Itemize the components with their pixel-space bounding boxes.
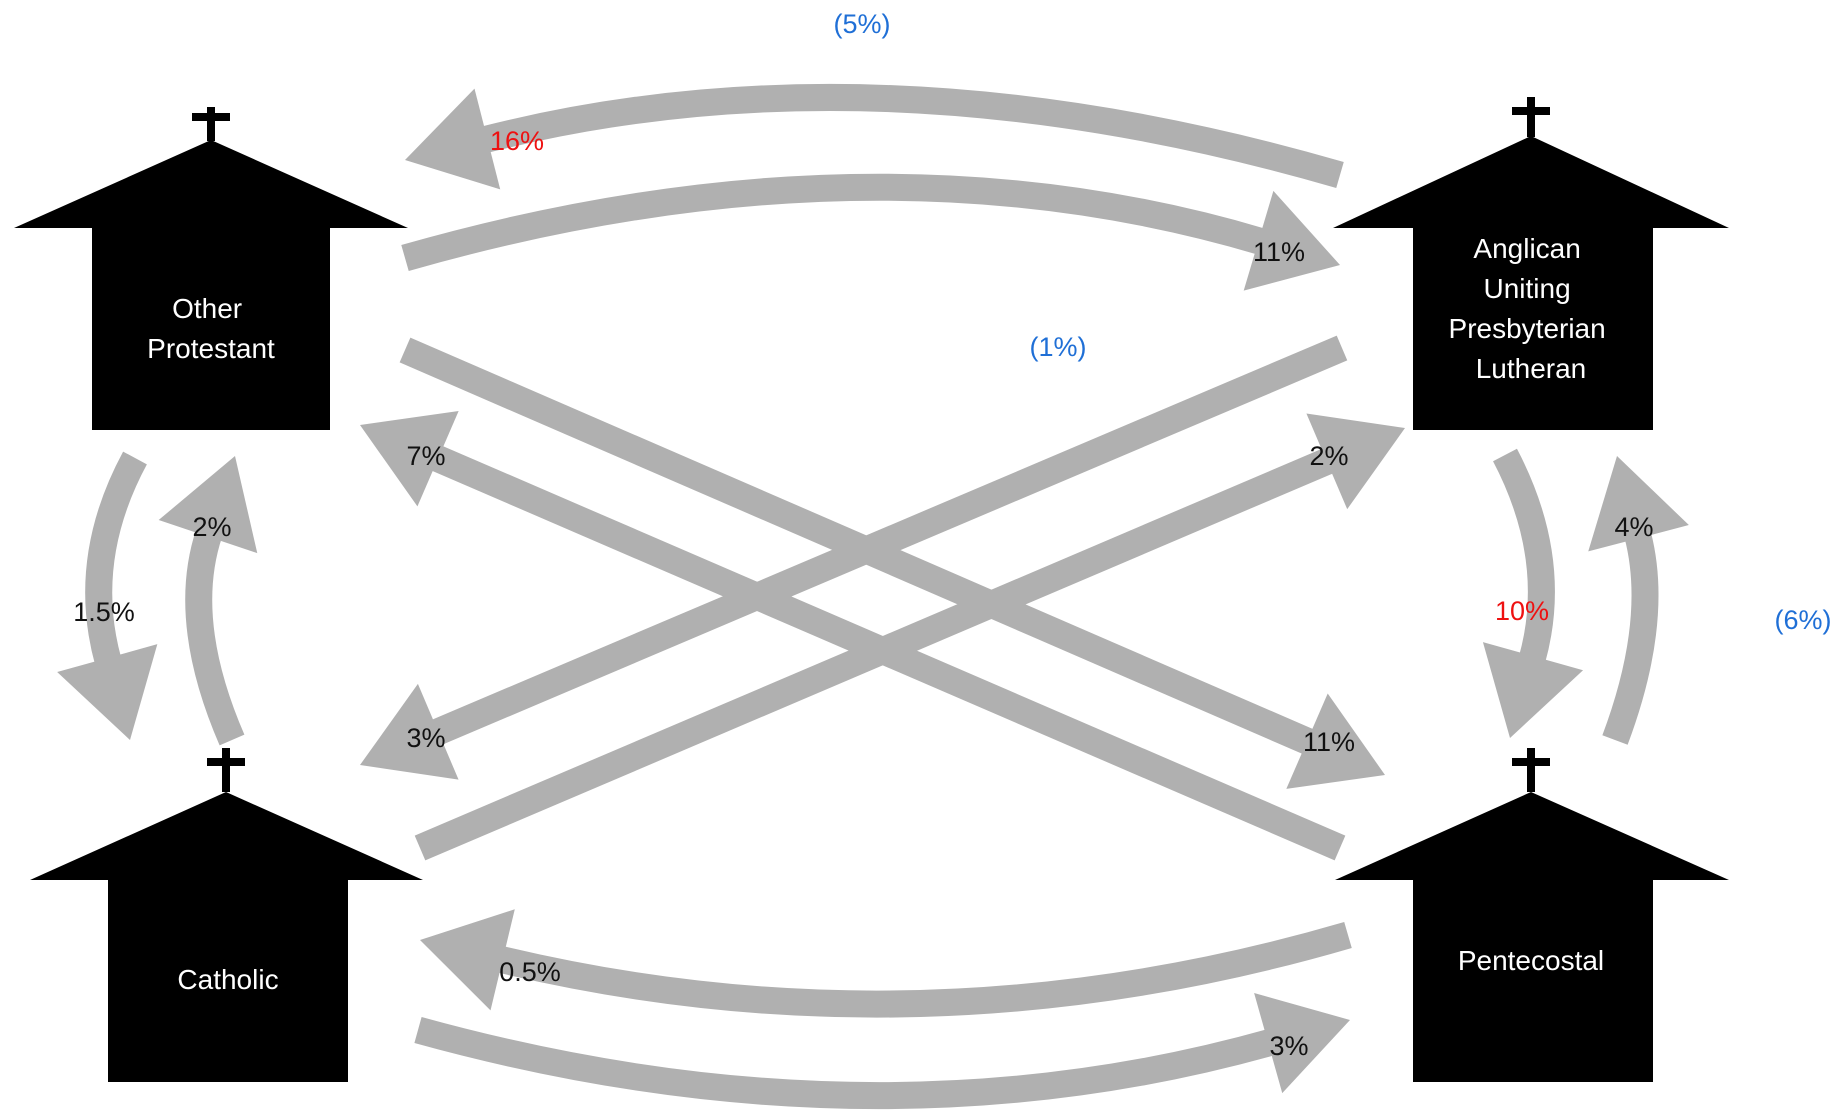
church-icon: [1333, 136, 1729, 430]
arrow-catholic-to-pentecostal-shaft: [414, 1016, 1276, 1110]
cross-icon: [1527, 97, 1535, 137]
church-name-catholic: Catholic: [177, 964, 278, 995]
net-label-right: (6%): [1774, 605, 1831, 635]
flow-label-pentecostal-to-catholic: 0.5%: [499, 957, 561, 987]
net-label-top: (5%): [833, 9, 890, 39]
flow-labels: 16% 11% 7% 11% 3% 2% 1.5% 2% 10% 4% 0.5%…: [73, 126, 1653, 1061]
flow-label-catholic-to-other: 2%: [192, 512, 231, 542]
arrow-anglican-to-pentecostal-shaft: [1493, 448, 1555, 664]
church-catholic: Catholic: [30, 748, 423, 1082]
cross-icon: [1527, 748, 1535, 792]
arrow-pentecostal-to-anglican-shaft: [1602, 530, 1659, 745]
net-labels: (5%) (1%) (6%): [833, 9, 1831, 635]
cross-icon: [207, 107, 215, 141]
flow-label-anglican-to-catholic: 3%: [406, 723, 445, 753]
arrow-catholic-to-pentecostal-head: [1254, 992, 1350, 1094]
arrow-catholic-to-other-shaft: [185, 528, 245, 746]
arrow-anglican-to-pentecostal-head: [1482, 642, 1584, 738]
arrow-pentecostal-to-catholic-head: [420, 909, 515, 1011]
flow-label-other-to-catholic: 1.5%: [73, 597, 135, 627]
arrow-catholic-to-anglican-head: [1306, 413, 1405, 510]
flow-label-other-to-anglican: 11%: [1253, 237, 1305, 267]
church-pentecostal: Pentecostal: [1335, 748, 1729, 1082]
flow-label-catholic-to-pentecostal: 3%: [1269, 1031, 1308, 1061]
arrow-other-to-anglican-shaft: [401, 173, 1267, 271]
arrow-pentecostal-to-anglican-head: [1588, 456, 1689, 552]
flow-label-pentecostal-to-anglican: 4%: [1614, 512, 1653, 542]
arrow-other-to-anglican-head: [1243, 190, 1340, 291]
net-label-center: (1%): [1029, 332, 1086, 362]
arrow-anglican-to-other-head: [405, 88, 501, 190]
cross-icon: [222, 748, 230, 792]
arrow-other-to-catholic-shaft: [85, 451, 147, 666]
church-icon: [14, 140, 408, 430]
flow-label-pentecostal-to-other: 7%: [406, 441, 445, 471]
arrow-pentecostal-to-other-head: [360, 410, 459, 507]
church-anglican-group: Anglican Uniting Presbyterian Lutheran: [1333, 97, 1729, 430]
flow-label-catholic-to-anglican: 2%: [1309, 441, 1348, 471]
arrow-anglican-to-catholic-head: [360, 683, 459, 780]
arrow-pentecostal-to-catholic-shaft: [495, 922, 1352, 1018]
arrow-other-to-pentecostal-head: [1286, 693, 1385, 789]
arrow-anglican-to-catholic-shaft: [429, 335, 1348, 746]
flow-label-other-to-pentecostal: 11%: [1303, 727, 1355, 757]
arrow-anglican-to-other-shaft: [480, 83, 1344, 188]
flow-label-anglican-to-pentecostal: 10%: [1495, 596, 1549, 626]
flow-arrows: [57, 83, 1689, 1110]
church-icon: [30, 792, 423, 1082]
arrow-catholic-to-anglican-shaft: [414, 447, 1336, 861]
church-name-anglican-group: Anglican Uniting Presbyterian Lutheran: [1449, 233, 1614, 384]
church-other-protestant: Other Protestant: [14, 107, 408, 430]
arrow-other-to-catholic-head: [57, 644, 158, 740]
church-icon: [1335, 792, 1729, 1082]
church-name-pentecostal: Pentecostal: [1458, 945, 1604, 976]
flow-label-anglican-to-other: 16%: [490, 126, 544, 156]
church-name-other-protestant: Other Protestant: [147, 293, 275, 364]
arrow-catholic-to-other-head: [158, 456, 258, 554]
